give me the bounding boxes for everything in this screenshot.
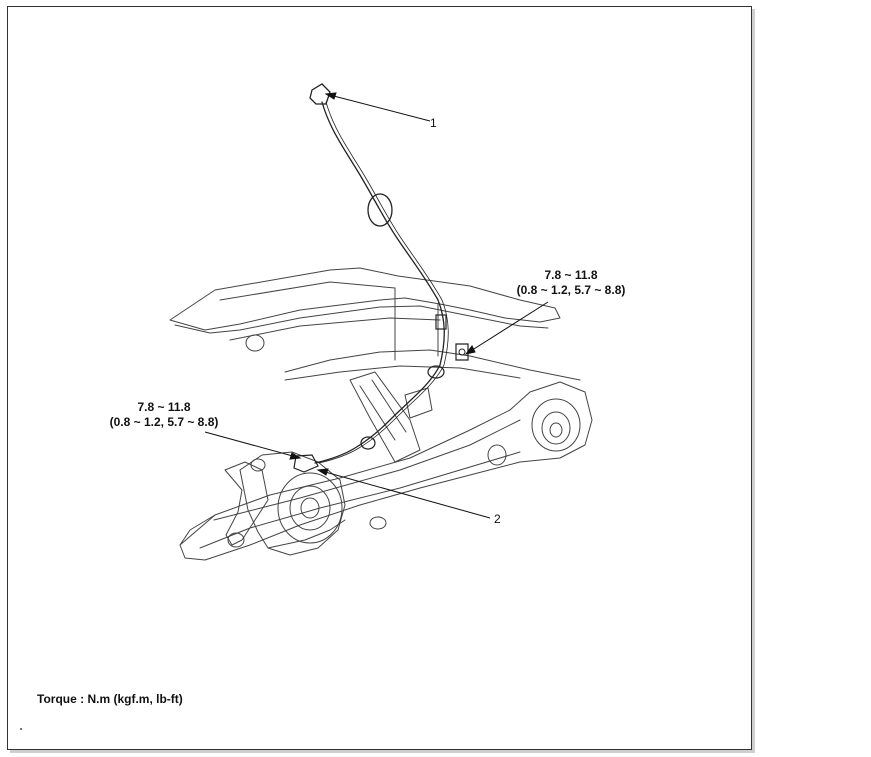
arm-hole-2 xyxy=(369,516,387,530)
leader-2 xyxy=(317,469,491,519)
leader-torque-lower xyxy=(204,431,301,459)
frame-shadow-bottom xyxy=(10,750,755,753)
bracket-bolt-upper-head xyxy=(458,348,466,356)
sensor-head xyxy=(293,454,319,473)
torque-spec-lower: 7.8 ~ 11.8 (0.8 ~ 1.2, 5.7 ~ 8.8) xyxy=(100,400,228,430)
floor-hole xyxy=(245,334,265,352)
hub-center xyxy=(300,497,320,519)
sensor-cable xyxy=(314,101,445,464)
hub-outer xyxy=(277,472,343,544)
torque-upper-conversion: (0.8 ~ 1.2, 5.7 ~ 8.8) xyxy=(516,283,626,297)
leader-torque-upper xyxy=(465,301,549,355)
torque-lower-value: 7.8 ~ 11.8 xyxy=(137,400,191,414)
floor-rib-2 xyxy=(394,287,439,361)
bracket-bolt-upper xyxy=(455,343,469,361)
toe-link xyxy=(267,519,346,549)
side-rail xyxy=(284,349,581,381)
knuckle-bolt-2 xyxy=(250,458,266,472)
lower-arm-ridge xyxy=(213,419,521,521)
torque-upper-value: 7.8 ~ 11.8 xyxy=(544,268,598,282)
hub-inner xyxy=(289,485,331,531)
torque-unit-note: Torque : N.m (kgf.m, lb-ft) xyxy=(37,692,183,706)
lower-arm-inner xyxy=(199,451,521,549)
torque-spec-upper: 7.8 ~ 11.8 (0.8 ~ 1.2, 5.7 ~ 8.8) xyxy=(510,268,632,298)
cable-clip-lower xyxy=(360,436,376,450)
lower-arm-tip xyxy=(179,514,216,546)
leader-1 xyxy=(325,93,431,122)
floor-panel-edge xyxy=(174,305,549,334)
knuckle xyxy=(239,451,346,556)
lower-arm xyxy=(179,381,593,561)
leader-torque-upper-arrow xyxy=(464,345,476,355)
torque-lower-conversion: (0.8 ~ 1.2, 5.7 ~ 8.8) xyxy=(109,415,219,429)
knuckle-arm xyxy=(224,461,269,546)
arm-hole xyxy=(487,444,507,466)
leader-2-arrow xyxy=(316,468,329,476)
sensor-connector xyxy=(309,83,331,105)
floor-lower-edge xyxy=(229,317,441,341)
shock-absorber xyxy=(349,371,421,463)
cable-clip-mid xyxy=(427,365,445,379)
knuckle-bolt xyxy=(227,532,245,548)
frame-shadow-right xyxy=(752,9,755,753)
sensor-cable-shadow xyxy=(318,101,449,464)
cable-grommet xyxy=(367,193,393,227)
corner-mark xyxy=(20,728,22,730)
callout-2: 2 xyxy=(494,512,501,526)
leader-torque-lower-arrow xyxy=(289,452,302,460)
cable-clip-upper xyxy=(435,314,447,330)
floor-rib xyxy=(219,281,396,301)
side-rail-lower xyxy=(284,365,521,381)
arm-bushing xyxy=(531,398,581,452)
arm-bushing-inner xyxy=(541,411,571,445)
callout-1: 1 xyxy=(430,116,437,130)
floor-panel xyxy=(169,267,561,331)
shock-detail xyxy=(359,379,407,441)
leader-1-arrow xyxy=(324,92,337,100)
arm-bushing-core xyxy=(549,422,563,438)
